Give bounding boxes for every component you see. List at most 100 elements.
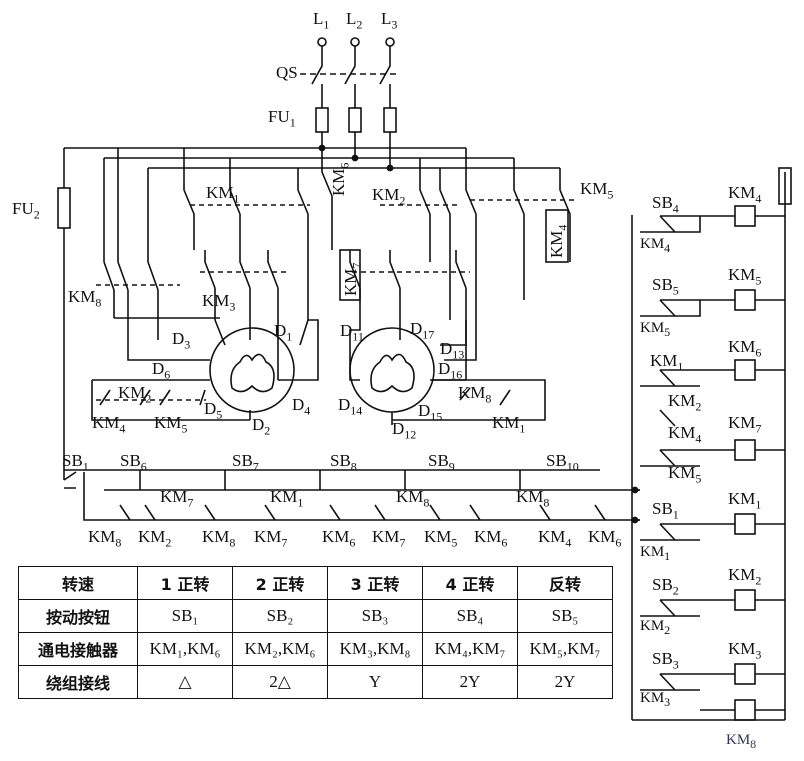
label-km2: KM2 xyxy=(372,185,406,208)
label-km7-ctrl: KM7 xyxy=(160,487,194,510)
label-row-km6b: KM6 xyxy=(474,527,508,550)
label-coil-km2: KM2 xyxy=(728,565,762,588)
label-r-sb2: SB2 xyxy=(652,575,679,598)
label-d14: D14 xyxy=(338,395,363,418)
label-d1: D1 xyxy=(274,321,293,344)
label-coil-km3: KM3 xyxy=(728,639,762,662)
label-r-km1b: KM1 xyxy=(640,544,671,563)
table-cell: 通电接触器 xyxy=(18,632,138,666)
terminal-l2 xyxy=(350,37,360,47)
label-d12: D12 xyxy=(392,419,417,442)
label-km4-top: KM4 xyxy=(547,224,570,258)
fuse-fu1-c xyxy=(383,107,397,133)
label-km7-top: KM7 xyxy=(341,262,364,296)
table-row: 通电接触器 KM₁,KM₆ KM₂,KM₆ KM₃,KM₈ KM₄,KM₇ KM… xyxy=(18,632,613,666)
motor-1 xyxy=(209,327,295,413)
table-cell: SB₃ xyxy=(327,599,423,633)
table-cell: SB₁ xyxy=(137,599,233,633)
label-r-km1: KM1 xyxy=(650,351,684,374)
label-d5: D5 xyxy=(204,399,223,422)
motor-1-winding xyxy=(230,353,275,393)
label-d3: D3 xyxy=(172,329,191,352)
label-fu1: FU1 xyxy=(268,107,296,130)
label-row-km2: KM2 xyxy=(138,527,172,550)
label-coil-km8: KM8 xyxy=(726,732,757,751)
label-r-km3: KM3 xyxy=(640,690,671,709)
label-r-sb3: SB3 xyxy=(652,649,679,672)
coil-km4 xyxy=(734,205,756,227)
label-sb6: SB6 xyxy=(120,451,147,474)
label-sb9: SB9 xyxy=(428,451,455,474)
fuse-fu1-a xyxy=(315,107,329,133)
label-l1: L1 xyxy=(313,9,330,32)
label-km1-ctrl: KM1 xyxy=(270,487,304,510)
table-cell: 2Y xyxy=(517,665,613,699)
coil-km1 xyxy=(734,513,756,535)
label-d6: D6 xyxy=(152,359,171,382)
fuse-fu2 xyxy=(57,187,71,229)
label-km5-low: KM5 xyxy=(154,413,188,436)
table-cell: 2△ xyxy=(232,665,328,699)
table-cell: KM₃,KM₈ xyxy=(327,632,423,666)
label-row-km6: KM6 xyxy=(322,527,356,550)
qs-pole-2 xyxy=(344,46,356,100)
label-coil-km4: KM4 xyxy=(728,183,762,206)
table-cell: 绕组接线 xyxy=(18,665,138,699)
table-cell: △ xyxy=(137,665,233,699)
table-cell: SB₂ xyxy=(232,599,328,633)
coil-km3 xyxy=(734,663,756,685)
label-km1: KM1 xyxy=(206,183,240,206)
label-r-km5: KM5 xyxy=(640,320,671,339)
label-sb1: SB1 xyxy=(62,451,89,474)
terminal-l3 xyxy=(385,37,395,47)
table-cell: SB₄ xyxy=(422,599,518,633)
coil-km7 xyxy=(734,439,756,461)
label-l2: L2 xyxy=(346,9,363,32)
label-d16: D16 xyxy=(438,359,463,382)
label-km4-low: KM4 xyxy=(92,413,126,436)
label-r-sb5: SB5 xyxy=(652,275,679,298)
label-row-km6c: KM6 xyxy=(588,527,622,550)
label-km6: KM6 xyxy=(329,162,352,196)
table-row: 绕组接线 △ 2△ Y 2Y 2Y xyxy=(18,665,613,699)
label-r-sb4: SB4 xyxy=(652,193,679,216)
table-cell: KM₁,KM₆ xyxy=(137,632,233,666)
bus-lines xyxy=(64,147,560,169)
table-cell: SB₅ xyxy=(517,599,613,633)
label-km8-ctrl-b: KM8 xyxy=(516,487,550,510)
label-coil-km1: KM1 xyxy=(728,489,762,512)
table-cell: KM₅,KM₇ xyxy=(517,632,613,666)
label-fu2: FU2 xyxy=(12,199,40,222)
label-sb7: SB7 xyxy=(232,451,259,474)
table-cell: 2Y xyxy=(422,665,518,699)
label-km8-top: KM8 xyxy=(68,287,102,310)
label-row-km7: KM7 xyxy=(254,527,288,550)
table-header-cell: 3 正转 xyxy=(327,566,423,600)
label-d2: D2 xyxy=(252,415,271,438)
table-cell: KM₂,KM₆ xyxy=(232,632,328,666)
table-cell: KM₄,KM₇ xyxy=(422,632,518,666)
table-header-cell: 2 正转 xyxy=(232,566,328,600)
coil-km2 xyxy=(734,589,756,611)
label-d13: D13 xyxy=(440,339,465,362)
label-row-km5: KM5 xyxy=(424,527,458,550)
label-coil-km6: KM6 xyxy=(728,337,762,360)
label-km5-top: KM5 xyxy=(580,179,614,202)
label-r-km2b: KM2 xyxy=(640,618,671,637)
label-r-km4b: KM4 xyxy=(668,423,702,446)
label-d15: D15 xyxy=(418,401,443,424)
label-d17: D17 xyxy=(410,319,435,342)
table-cell: Y xyxy=(327,665,423,699)
speed-table: 转速 1 正转 2 正转 3 正转 4 正转 反转 按动按钮 SB₁ SB₂ S… xyxy=(18,566,613,699)
km4-box xyxy=(545,209,569,263)
label-row-km8b: KM8 xyxy=(202,527,236,550)
label-sb8: SB8 xyxy=(330,451,357,474)
label-qs: QS xyxy=(276,63,298,82)
table-header-cell: 4 正转 xyxy=(422,566,518,600)
label-km1-low: KM1 xyxy=(492,413,526,436)
label-km2-low: KM2 xyxy=(118,383,152,406)
label-coil-km5: KM5 xyxy=(728,265,762,288)
qs-pole-3 xyxy=(379,46,391,100)
